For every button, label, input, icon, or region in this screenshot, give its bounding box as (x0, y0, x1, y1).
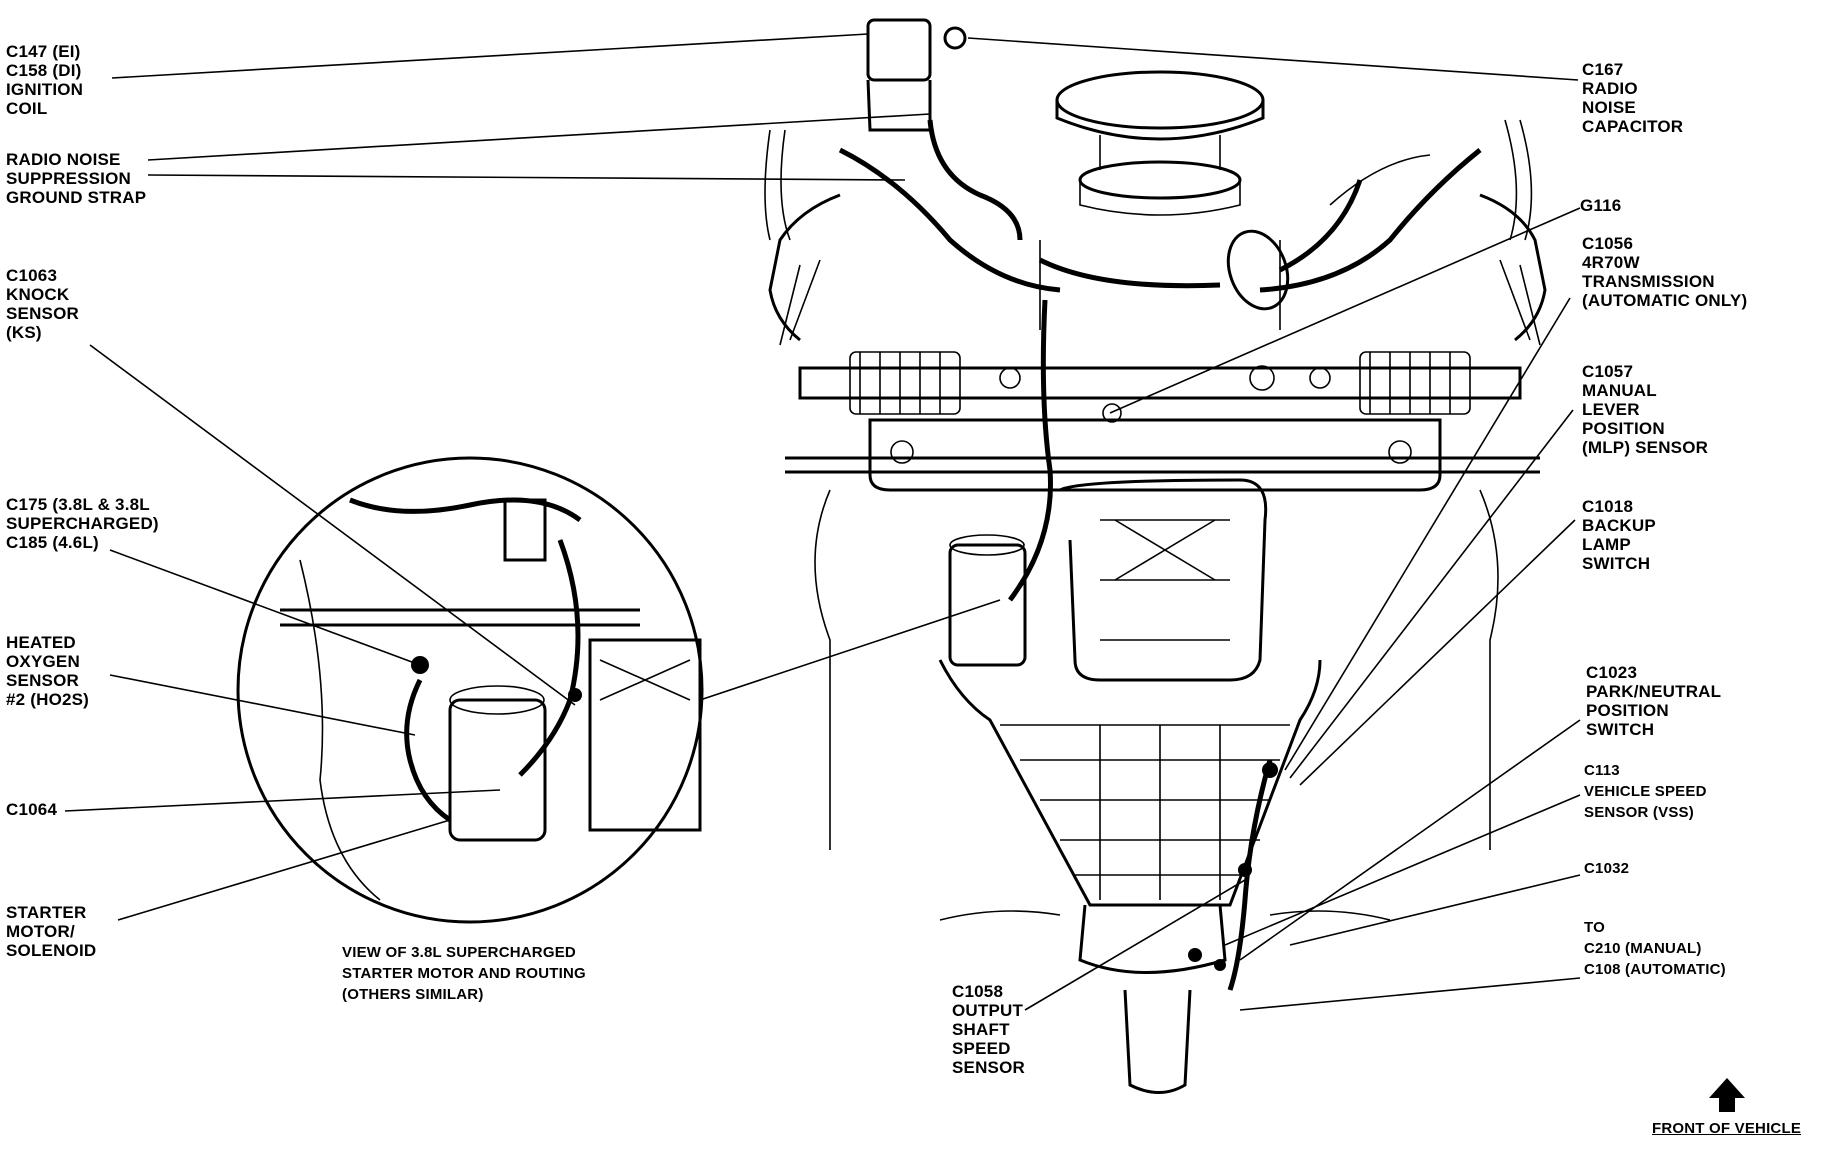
label-g116: G116 (1580, 196, 1622, 215)
label-mlp-sensor: C1057 MANUAL LEVER POSITION (MLP) SENSOR (1582, 362, 1709, 457)
front-of-vehicle-label: FRONT OF VEHICLE (1652, 1120, 1802, 1137)
label-park-neutral: C1023 PARK/NEUTRAL POSITION SWITCH (1586, 663, 1722, 739)
label-c175-c185: C175 (3.8L & 3.8L SUPERCHARGED) C185 (4.… (6, 495, 159, 552)
label-ho2s: HEATED OXYGEN SENSOR #2 (HO2S) (6, 633, 90, 709)
label-backup-lamp: C1018 BACKUP LAMP SWITCH (1582, 497, 1656, 573)
label-radio-capacitor: C167 RADIO NOISE CAPACITOR (1582, 60, 1684, 136)
label-transmission: C1056 4R70W TRANSMISSION (AUTOMATIC ONLY… (1582, 234, 1748, 310)
leader-lines (64, 33, 1581, 1011)
label-ignition-coil: C147 (EI) C158 (DI) IGNITION COIL (6, 42, 84, 118)
label-knock-sensor: C1063 KNOCK SENSOR (KS) (6, 266, 79, 342)
label-vss: C113 VEHICLE SPEED SENSOR (VSS) (1584, 762, 1707, 821)
label-starter: STARTER MOTOR/ SOLENOID (6, 903, 97, 960)
label-ground-strap: RADIO NOISE SUPPRESSION GROUND STRAP (6, 150, 147, 207)
up-arrow-icon (1709, 1078, 1745, 1112)
inset-view (236, 456, 704, 924)
engine-drawing (764, 18, 1547, 1094)
view-caption: VIEW OF 3.8L SUPERCHARGED STARTER MOTOR … (342, 944, 586, 1003)
label-output-shaft: C1058 OUTPUT SHAFT SPEED SENSOR (952, 982, 1025, 1077)
label-c1064: C1064 (6, 800, 58, 819)
label-to-connectors: TO C210 (MANUAL) C108 (AUTOMATIC) (1584, 919, 1726, 978)
label-c1032: C1032 (1584, 860, 1630, 877)
front-of-vehicle-indicator: FRONT OF VEHICLE (1652, 1076, 1814, 1146)
